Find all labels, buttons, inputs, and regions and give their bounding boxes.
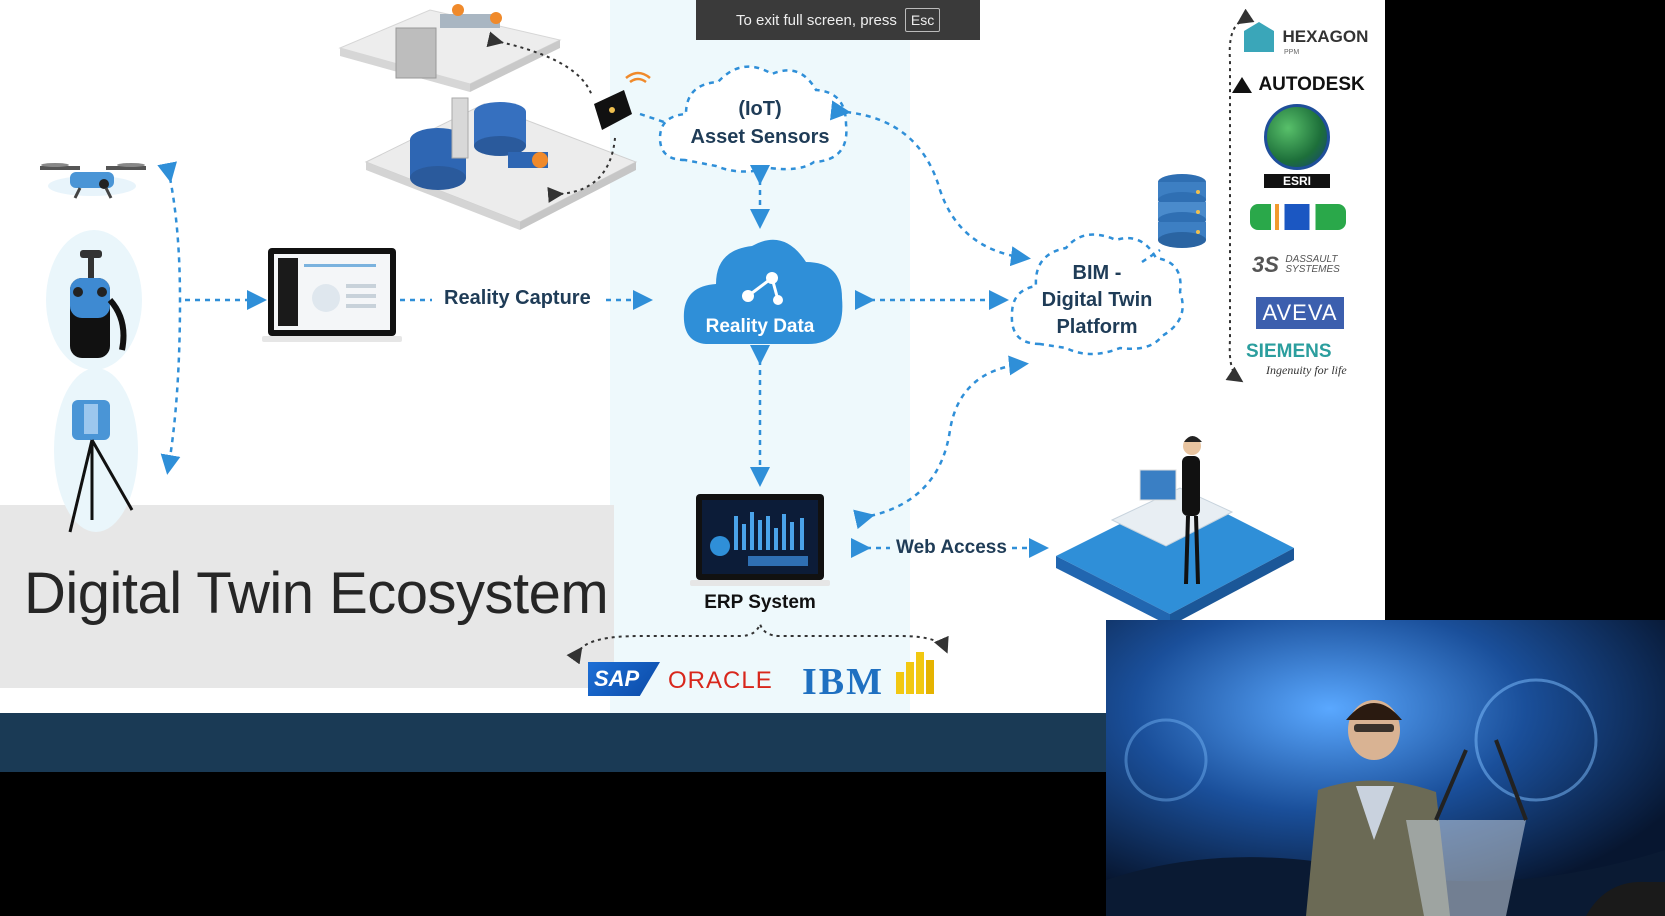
iot-cloud-shape [658, 65, 848, 173]
speaker-video-image [1106, 620, 1665, 916]
autodesk-wordmark: AUTODESK [1258, 74, 1365, 95]
esc-key-badge: Esc [904, 8, 941, 32]
iot-label-line2: Asset Sensors [690, 126, 830, 148]
oracle-wordmark: ORACLE [668, 667, 773, 694]
erp-monitor-icon [690, 494, 830, 586]
tripod-scanner-icon [54, 368, 138, 533]
autodesk-mark-icon [1232, 77, 1252, 93]
hexagon-mark-icon [1244, 22, 1274, 52]
iot-label-line1: (IoT) [738, 98, 782, 120]
dassault-line2: SYSTEMES [1285, 264, 1340, 275]
web-user-workstation-icon [1056, 436, 1294, 626]
iot-gateway-device-icon [594, 71, 651, 130]
ecosystem-diagram [40, 4, 1294, 694]
sap-wordmark: SAP [594, 666, 640, 691]
aveva-wordmark: AVEVA [1262, 300, 1338, 325]
bim-label-line3: Platform [1056, 316, 1138, 338]
hexagon-sub: PPM [1284, 49, 1300, 56]
network-node-icon [742, 272, 783, 305]
bim-label-line1: BIM - [1072, 262, 1122, 284]
title-box: Digital Twin Ecosystem [0, 505, 614, 688]
ibm-wordmark: IBM [802, 661, 884, 703]
power-bi-logo-icon [896, 652, 934, 694]
laptop-icon [262, 248, 402, 342]
bim-label-line2: Digital Twin [1041, 289, 1153, 311]
reality-capture-label: Reality Capture [444, 287, 591, 309]
oize-mark-icon [1250, 204, 1346, 230]
globe-icon [1264, 104, 1330, 170]
esri-logo: ESRI [1264, 104, 1334, 196]
reality-data-label: Reality Data [705, 316, 815, 337]
database-icon [1158, 174, 1206, 248]
exit-fullscreen-toast: To exit full screen, press Esc [696, 0, 980, 40]
bim-cloud-shape [1010, 233, 1184, 356]
oracle-logo: ORACLE [668, 667, 773, 695]
aveva-logo: AVEVA [1256, 297, 1344, 329]
autodesk-logo: AUTODESK [1232, 74, 1365, 96]
siemens-logo: SIEMENS Ingenuity for life [1246, 341, 1347, 378]
dassault-line1: DASSAULT [1285, 254, 1338, 265]
dassault-logo: 3S DASSAULT SYSTEMES [1252, 252, 1340, 278]
speaker-webcam-feed [1106, 620, 1665, 916]
oize-logo [1250, 204, 1346, 238]
slide-title: Digital Twin Ecosystem [24, 561, 609, 626]
esri-wordmark: ESRI [1264, 174, 1330, 188]
presentation-slide: Digital Twin Ecosystem [0, 0, 1385, 772]
backpack-scanner-icon [46, 230, 142, 370]
web-access-label: Web Access [896, 537, 1007, 558]
erp-system-label: ERP System [704, 592, 816, 613]
reality-data-cloud-shape [683, 239, 843, 344]
hexagon-wordmark: HEXAGON [1282, 27, 1369, 46]
ibm-logo: IBM [802, 660, 884, 704]
siemens-wordmark: SIEMENS [1246, 341, 1332, 362]
factory-machine-icon [338, 4, 562, 92]
hexagon-logo: HEXAGON PPM [1244, 22, 1369, 56]
water-treatment-plant-icon [364, 97, 638, 230]
siemens-tagline: Ingenuity for life [1266, 363, 1347, 377]
dassault-mark-icon: 3S [1252, 252, 1279, 277]
drone-icon [40, 163, 146, 199]
exit-fullscreen-text: To exit full screen, press [736, 11, 897, 29]
